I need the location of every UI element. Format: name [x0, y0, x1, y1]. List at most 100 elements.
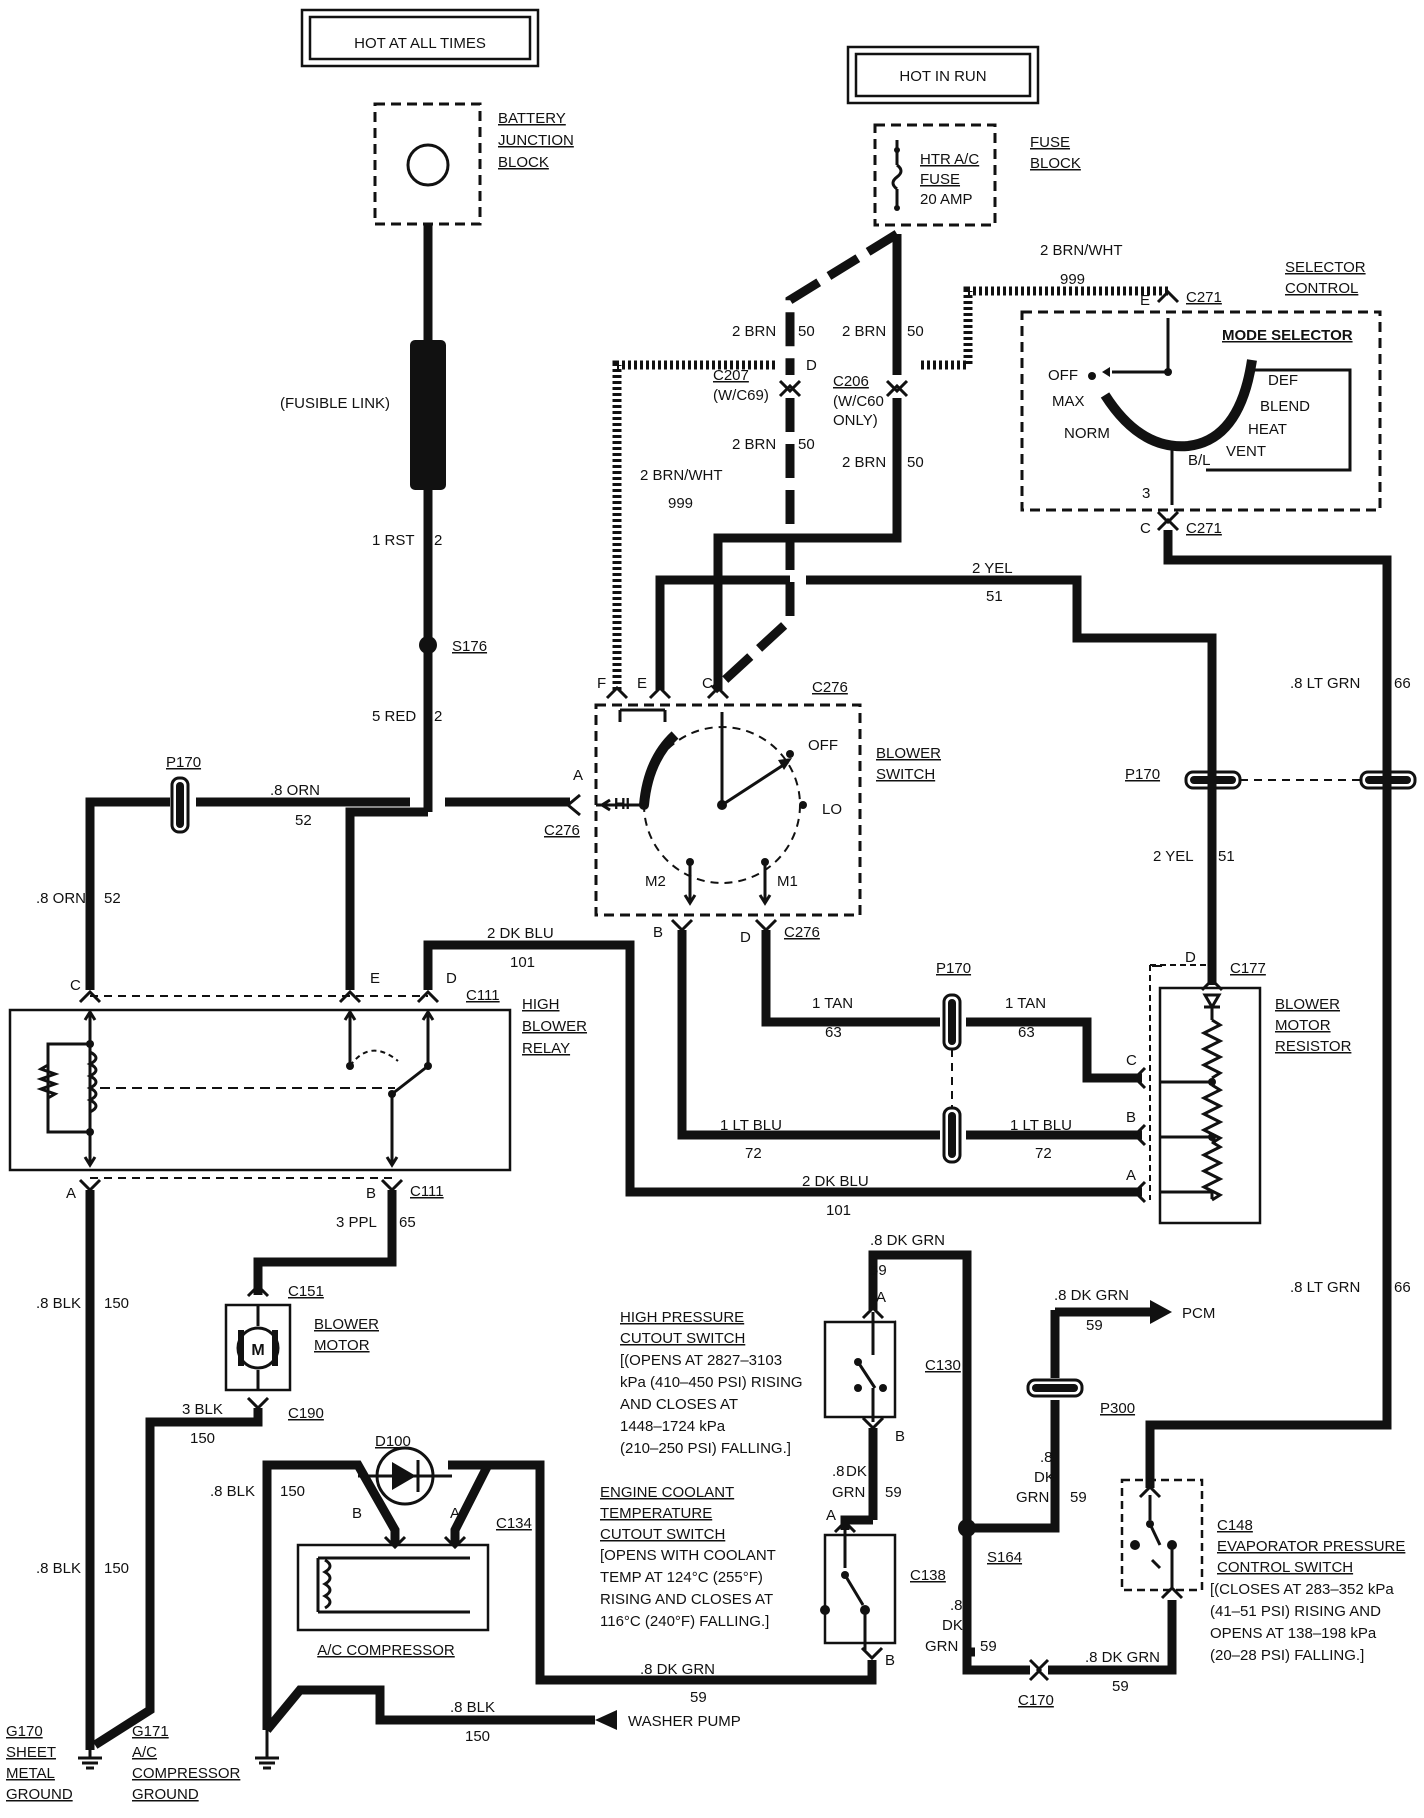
resistor-pin-d: D [1185, 949, 1196, 966]
tan-label-2: 1 TAN [1005, 995, 1046, 1012]
blk3-label: 3 BLK [182, 1401, 223, 1418]
resistor-pin-c: C [1126, 1052, 1137, 1069]
hpcs-label-2: CUTOUT SWITCH [620, 1330, 745, 1347]
blk-wire-motor-ground [92, 1408, 263, 1749]
brn-label-1: 2 BRN [732, 323, 776, 340]
ect-label-7: 116°C (240°F) FALLING.] [600, 1613, 769, 1630]
yel-label-2: 2 YEL [1153, 848, 1194, 865]
dk-blu-wire [423, 940, 1142, 1197]
hot-at-all-times-box: HOT AT ALL TIMES [300, 8, 540, 68]
tan-wire-left [761, 930, 940, 1027]
blk-comp-num: 150 [280, 1483, 305, 1500]
selector-label-1: SELECTOR [1285, 259, 1366, 276]
ppl-label: 3 PPL [336, 1214, 377, 1231]
fusible-link-label: (FUSIBLE LINK) [280, 395, 390, 412]
epcs-label-1: EVAPORATOR PRESSURE [1217, 1538, 1405, 1555]
epcs-label-6: (20–28 PSI) FALLING.] [1210, 1647, 1364, 1664]
fuse-label: FUSE [920, 171, 960, 188]
switch-pin-d: D [740, 929, 751, 946]
blower-switch-label-2: SWITCH [876, 766, 935, 783]
dk-grn-label-2b: DK [846, 1463, 867, 1480]
blk-washer-num: 150 [465, 1728, 490, 1745]
c276-d-connector [754, 918, 778, 933]
htr-fuse-label: HTR A/C [920, 151, 979, 168]
mode-def-label: DEF [1268, 372, 1298, 389]
c207-connector [778, 379, 802, 398]
d100-label: D100 [375, 1433, 411, 1450]
pcm-label: PCM [1182, 1305, 1215, 1322]
compressor-lead-b [330, 1460, 400, 1545]
dk-grn-epcs-num: 59 [1112, 1678, 1129, 1695]
dk-grn-wire-s164-p300 [967, 1400, 1060, 1533]
selector-pin-c: C [1140, 520, 1151, 537]
dk-grn-num-comp: 59 [690, 1689, 707, 1706]
relay-pin-b: B [366, 1185, 376, 1202]
mode-blend-label: BLEND [1260, 398, 1310, 415]
c271-bottom-label: C271 [1186, 520, 1222, 537]
switch-pin-b: B [653, 924, 663, 941]
hpcs-label-1: HIGH PRESSURE [620, 1309, 744, 1326]
ect-label-5: TEMP AT 124°C (255°F) [600, 1569, 763, 1586]
dk-grn-c170-num: 59 [980, 1638, 997, 1655]
g170-sub-2: METAL [6, 1765, 55, 1782]
red-wire-label: 5 RED [372, 708, 416, 725]
dk-blu-label-2: 2 DK BLU [802, 1173, 869, 1190]
pcm-arrow [1150, 1300, 1172, 1324]
dk-grn-wire-pcm [1050, 1307, 1155, 1317]
p170-label-left: P170 [166, 754, 201, 771]
high-pressure-cutout-switch: HIGH PRESSURE CUTOUT SWITCH [(OPENS AT 2… [620, 1289, 961, 1457]
hot-in-run-box: HOT IN RUN [846, 45, 1040, 105]
g170-sub-1: SHEET [6, 1744, 56, 1761]
blk3-num: 150 [190, 1430, 215, 1447]
brn-num-3: 50 [798, 436, 815, 453]
c271-bottom-connector [1156, 517, 1180, 532]
brn-label-4: 2 BRN [842, 454, 886, 471]
switch-m2-label: M2 [645, 873, 666, 890]
brn-wht-num-2: 999 [668, 495, 693, 512]
brn-num-2: 50 [907, 323, 924, 340]
hpcs-label-5: AND CLOSES AT [620, 1396, 738, 1413]
c206-label: C206 [833, 373, 869, 390]
c276-left-label: C276 [544, 822, 580, 839]
p300-connector: P300 [1026, 1378, 1135, 1417]
orn-label-1: .8 ORN [270, 782, 320, 799]
ect-label-2: TEMPERATURE [600, 1505, 712, 1522]
tan-wire-right [966, 1017, 1142, 1083]
c276-bottom-label: C276 [784, 924, 820, 941]
hpcs-label-6: 1448–1724 kPa [620, 1418, 726, 1435]
s164-label: S164 [987, 1549, 1022, 1566]
relay-pin-a: A [66, 1185, 76, 1202]
relay-pin-d: D [446, 970, 457, 987]
relay-label-3: RELAY [522, 1040, 570, 1057]
fusible-link [410, 340, 446, 490]
lt-grn-label-1: .8 LT GRN [1290, 675, 1360, 692]
blower-switch: F E C C276 HI OFF LO M2 M1 BLOWER SWITCH [594, 675, 941, 917]
evaporator-pressure-control-switch: C148 EVAPORATOR PRESSURE CONTROL SWITCH … [1120, 1478, 1405, 1664]
c276-b-connector [670, 918, 694, 933]
fuse-block-label-2: BLOCK [1030, 155, 1081, 172]
c134-label: C134 [496, 1515, 532, 1532]
c206-sub1: (W/C60 [833, 393, 884, 410]
hot-in-run-label: HOT IN RUN [899, 68, 986, 85]
hpcs-label-7: (210–250 PSI) FALLING.] [620, 1440, 791, 1457]
ac-compressor-label: A/C COMPRESSOR [317, 1642, 455, 1659]
dk-grn-label-2a: .8 [832, 1463, 845, 1480]
dk-grn-wire-compressor [488, 1460, 877, 1685]
red-wire-number: 2 [434, 708, 442, 725]
mode-selector-link [1206, 368, 1352, 472]
compressor-pin-a: A [450, 1505, 460, 1522]
mode-bl-label: B/L [1188, 452, 1211, 469]
selector-pin-3: 3 [1142, 485, 1150, 502]
brn-wht-num-1: 999 [1060, 271, 1085, 288]
blower-motor-label-1: BLOWER [314, 1316, 379, 1333]
lt-grn-num-2: 66 [1394, 1279, 1411, 1296]
lt-blu-num-2: 72 [1035, 1145, 1052, 1162]
switch-pin-a: A [573, 767, 583, 784]
switch-m1-label: M1 [777, 873, 798, 890]
dk-grn-label-2c: GRN [832, 1484, 865, 1501]
hpcs-label-3: [(OPENS AT 2827–3103 [620, 1352, 782, 1369]
blk-num-2: 150 [104, 1560, 129, 1577]
resistor-label-1: BLOWER [1275, 996, 1340, 1013]
brn-wire-to-switch [713, 398, 902, 690]
